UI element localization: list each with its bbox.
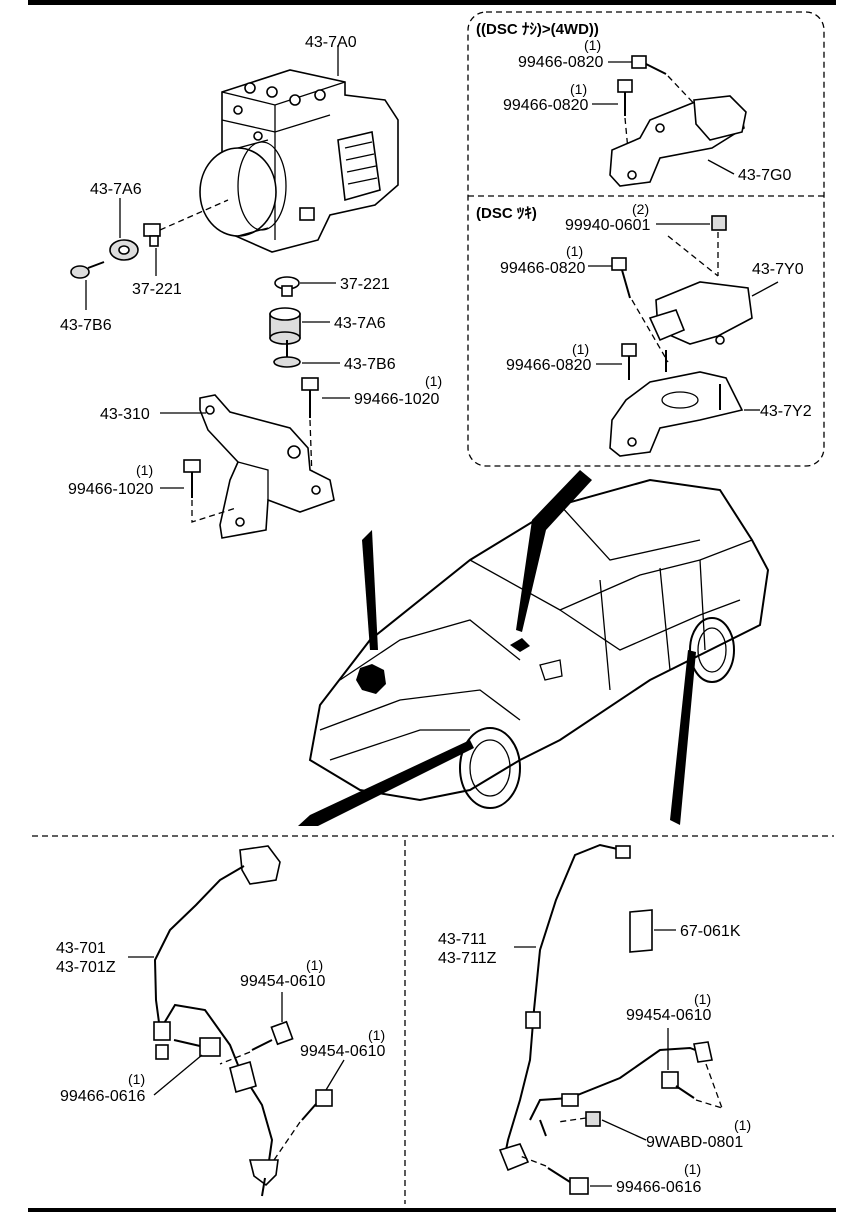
callout-43-7A6-left: 43-7A6 — [90, 181, 142, 198]
inset-4wd-header: ((DSC ﾅｼ)>(4WD)) — [476, 21, 599, 38]
front-wheel-speed-sensor[interactable] — [153, 845, 281, 1197]
rubber-mount-left[interactable] — [109, 239, 139, 261]
vehicle-illustration — [298, 470, 770, 826]
callout-99466-1020-left: 99466-1020 — [68, 481, 154, 498]
bolt-4wd-a[interactable] — [631, 55, 667, 75]
callout-43-711Z: 43-711Z — [438, 950, 497, 967]
bolt-rear-a[interactable] — [661, 1071, 695, 1099]
bottom-border — [28, 1208, 836, 1212]
nut-rear[interactable] — [585, 1111, 601, 1127]
bolt-99466-1020-right[interactable] — [301, 377, 319, 418]
qty-front-bolt-c: (1) — [128, 1071, 145, 1087]
inset-dsc-header: (DSC ﾂｷ) — [476, 205, 537, 222]
callout-dsc-bolt-b: 99466-0820 — [506, 357, 592, 374]
callout-67-061K: 67-061K — [680, 923, 741, 940]
callout-43-7B6-left: 43-7B6 — [60, 317, 112, 334]
qty-front-bolt-a: (1) — [306, 957, 323, 973]
qty-front-bolt-b: (1) — [368, 1027, 385, 1043]
qty-dsc-bolt-b: (1) — [572, 341, 589, 357]
callout-43-7B6-right: 43-7B6 — [344, 356, 396, 373]
collar-right[interactable] — [274, 276, 300, 297]
callout-43-7G0: 43-7G0 — [738, 167, 791, 184]
callout-43-7A6-right: 43-7A6 — [334, 315, 386, 332]
washer-bolt-left[interactable] — [70, 261, 105, 279]
rear-wheel-speed-sensor[interactable] — [498, 843, 713, 1172]
callout-front-bolt-a: 99454-0610 — [240, 973, 326, 990]
callout-dsc-bolt-a: 99466-0820 — [500, 260, 586, 277]
label-tag-67-061K[interactable] — [629, 909, 653, 953]
bolt-dsc-a[interactable] — [611, 257, 631, 299]
callout-rear-bolt-a: 99454-0610 — [626, 1007, 712, 1024]
qty-rear-bolt-a: (1) — [694, 991, 711, 1007]
callout-rear-bolt-b: 99466-0616 — [616, 1179, 702, 1196]
callout-37-221-left: 37-221 — [132, 281, 182, 298]
collar-left[interactable] — [143, 223, 161, 247]
yaw-sensor-43-7G0[interactable] — [609, 95, 747, 187]
callout-front-bolt-b: 99454-0610 — [300, 1043, 386, 1060]
washer-bolt-right[interactable] — [273, 340, 301, 368]
top-border — [28, 0, 836, 5]
yaw-sensor-43-7Y0[interactable] — [648, 281, 753, 345]
qty-dsc-bolt-a: (1) — [566, 243, 583, 259]
qty-rear-nut: (1) — [734, 1117, 751, 1133]
qty-99466-1020-left: (1) — [136, 462, 153, 478]
qty-rear-bolt-b: (1) — [684, 1161, 701, 1177]
callout-4wd-bolt-a: 99466-0820 — [518, 54, 604, 71]
bolt-front-a[interactable] — [251, 1020, 294, 1051]
abs-hydraulic-unit[interactable] — [199, 69, 399, 253]
bolt-front-b[interactable] — [301, 1089, 333, 1121]
callout-43-711: 43-711 — [438, 931, 487, 948]
qty-dsc-nut: (2) — [632, 201, 649, 217]
callout-43-701: 43-701 — [56, 940, 106, 957]
rubber-mount-right[interactable] — [269, 307, 301, 345]
bracket-43-7Y2[interactable] — [609, 350, 744, 457]
bolt-front-c[interactable] — [173, 1037, 221, 1057]
callout-99466-1020-right: 99466-1020 — [354, 391, 440, 408]
inset-frame — [467, 11, 825, 467]
qty-99466-1020-right: (1) — [425, 373, 442, 389]
callout-dsc-nut: 99940-0601 — [565, 217, 651, 234]
callout-37-221-right: 37-221 — [340, 276, 390, 293]
bolt-rear-b[interactable] — [547, 1167, 589, 1195]
qty-4wd-bolt-b: (1) — [570, 81, 587, 97]
callout-4wd-bolt-b: 99466-0820 — [503, 97, 589, 114]
callout-43-701Z: 43-701Z — [56, 959, 116, 976]
qty-4wd-bolt-a: (1) — [584, 37, 601, 53]
bolt-dsc-b[interactable] — [621, 343, 637, 380]
bracket-43-310[interactable] — [199, 394, 335, 539]
callout-43-310: 43-310 — [100, 406, 150, 423]
callout-43-7Y2: 43-7Y2 — [760, 403, 812, 420]
callout-front-bolt-c: 99466-0616 — [60, 1088, 146, 1105]
bolt-4wd-b[interactable] — [617, 79, 633, 116]
bolt-99466-1020-left[interactable] — [183, 459, 201, 498]
callout-43-7A0: 43-7A0 — [305, 34, 357, 51]
nut-dsc[interactable] — [711, 215, 727, 231]
callout-rear-nut: 9WABD-0801 — [646, 1134, 743, 1151]
callout-43-7Y0: 43-7Y0 — [752, 261, 804, 278]
